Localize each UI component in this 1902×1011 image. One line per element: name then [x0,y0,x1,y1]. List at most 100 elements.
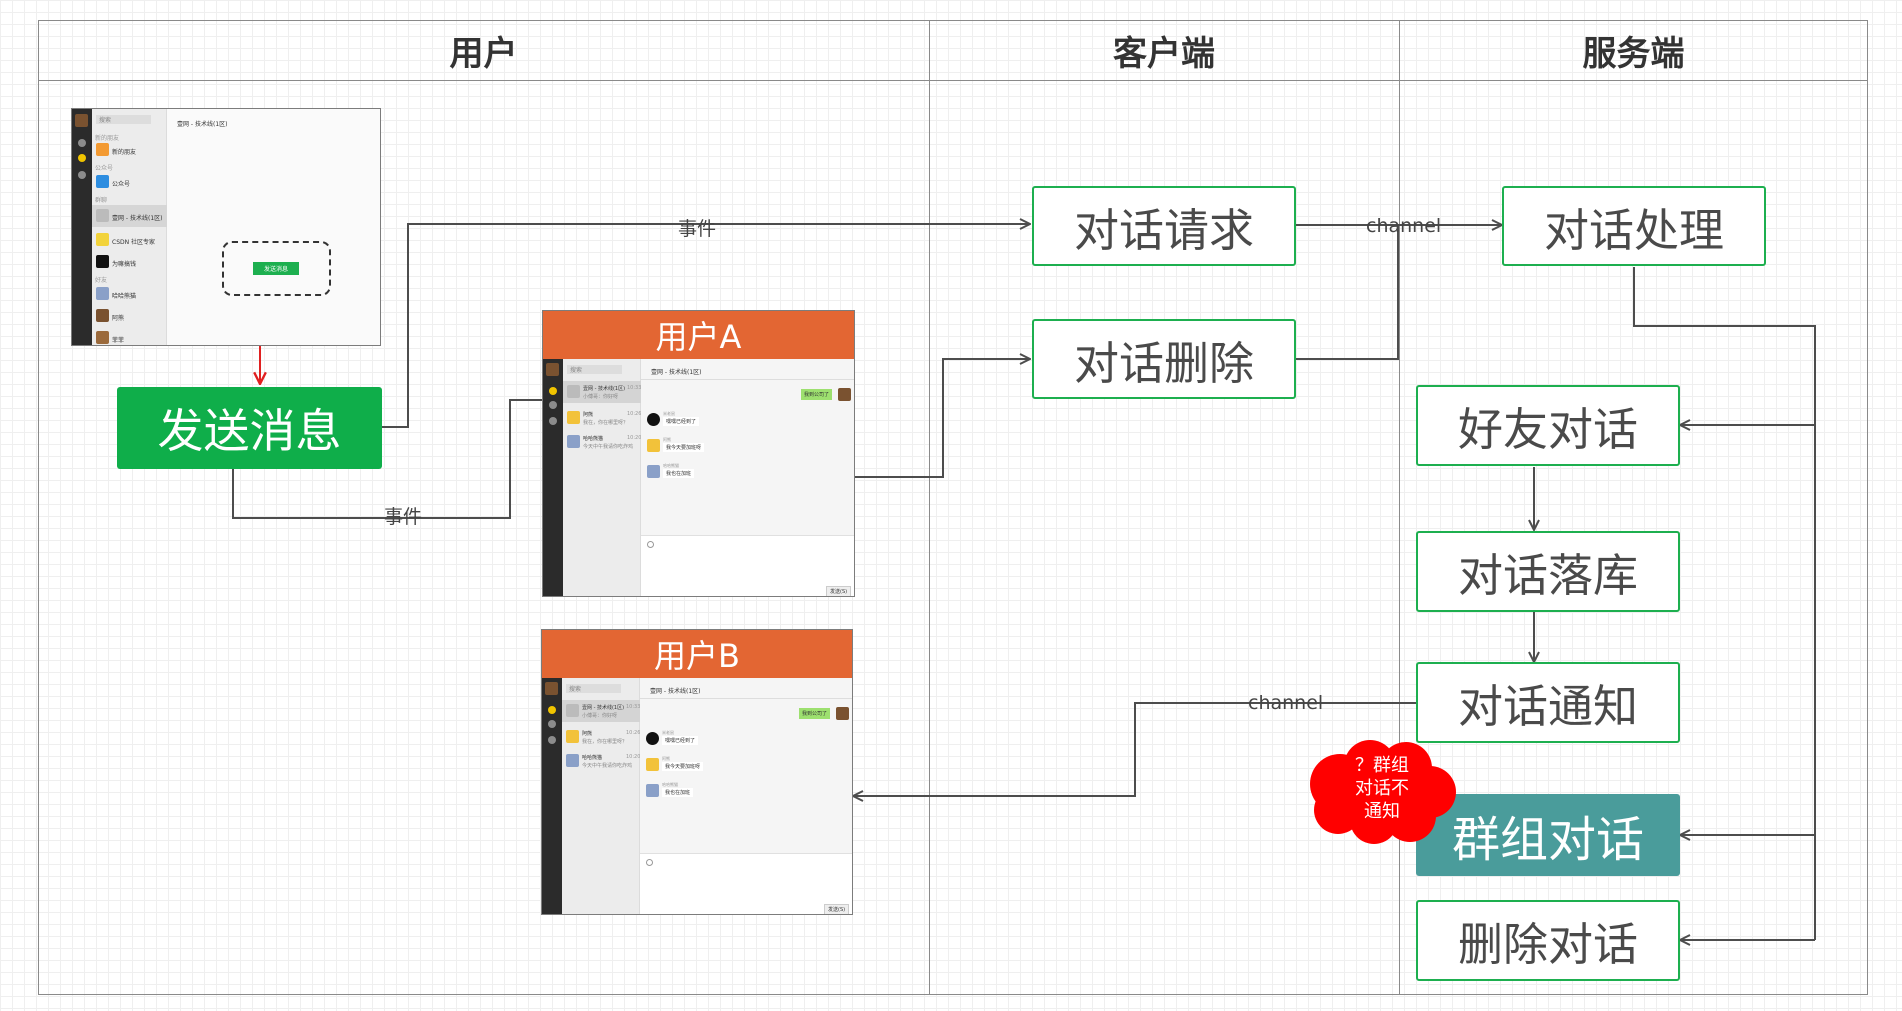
thumb-main-pane: 壹网 - 技术线(1区) [167,109,380,345]
tiger-avatar-icon [567,411,580,424]
thumb-item-1[interactable]: 公众号 [112,181,131,188]
node-dialog-request[interactable]: 对话请求 [1032,186,1296,266]
thumb-section-2: 群聊 [95,197,108,204]
thumb-section-3: 好友 [95,277,108,284]
user-a-selected-row [563,381,641,403]
edge-label-channel-bottom: channel [1248,692,1324,714]
user-b-side-rail [542,678,562,914]
thumb-avatar [75,114,88,127]
user-b-msg-0-text: 我到公司了 [799,708,831,719]
node-delete-dialog[interactable]: 删除对话 [1416,900,1680,981]
user-a-send-button[interactable]: 发送(S) [826,586,852,596]
user-b-chat-pane: 壹网 - 技术线(1区) 我到公司了 米老鼠 嘿嘿已经到了 阿熊 我今天要加班呀… [640,678,852,914]
thumb-section-1: 公众号 [95,165,114,172]
user-a-msg-2-text: 我今天要加班呀 [663,443,705,452]
node-friend-dialog[interactable]: 好友对话 [1416,385,1680,466]
group-avatar-icon [567,385,580,398]
contacts-icon[interactable] [549,401,557,409]
settings-icon[interactable] [548,736,556,744]
thumb-item-3[interactable]: CSDN 社区专家 [112,239,156,246]
v-avatar-icon [96,255,109,268]
chat-icon [78,139,86,147]
thumb-item-7[interactable]: 菲菲 [112,337,125,344]
thumb-search-input[interactable]: 搜索 [96,115,151,124]
user-b-input-area[interactable] [640,853,852,914]
user-a-msg-0-text: 我到公司了 [801,389,833,400]
chat-icon[interactable] [549,387,557,395]
node-dialog-notify[interactable]: 对话通知 [1416,662,1680,743]
user-a-chat-1-preview: 我在，你在哪里呀？ [583,420,629,426]
user-b-chat-2-preview: 今天中午我请你吃炸鸡 [582,763,633,769]
user-a-msg-1-sender: 米老鼠 [663,411,675,416]
contacts-icon[interactable] [548,720,556,728]
user-a-chat-list: 搜索 壹网 - 技术线(1区) 小傅哥：你好呀 10:33 阿熊 我在，你在哪里… [563,359,642,596]
node-dialog-store[interactable]: 对话落库 [1416,531,1680,612]
feifei-avatar-icon [96,331,109,344]
contacts-window-thumbnail: 搜索 新的朋友 新的朋友 公众号 公众号 群聊 壹网 - 技术线(1区) CSD… [71,108,381,346]
group-avatar-icon [96,209,109,222]
panda-avatar-icon [647,465,660,478]
thumb-item-2[interactable]: 壹网 - 技术线(1区) [112,215,163,222]
window-user-b-title: 用户B [542,630,852,678]
lane-divider-user-client [929,20,930,995]
user-a-chat-1-name[interactable]: 阿熊 [583,412,594,418]
edge-process-bus [1633,267,1816,940]
mickey-avatar-icon [646,732,659,745]
user-b-chat-1-name[interactable]: 阿熊 [582,731,593,737]
user-a-chat-0-name[interactable]: 壹网 - 技术线(1区) [583,386,626,392]
node-dialog-delete[interactable]: 对话删除 [1032,319,1296,399]
thumb-item-0[interactable]: 新的朋友 [112,149,137,156]
thumb-send-button[interactable]: 发送消息 [253,262,299,275]
user-a-chat-title: 壹网 - 技术线(1区) [651,369,702,376]
thumb-item-6[interactable]: 阿熊 [112,315,125,322]
thumb-selected-row [92,205,167,227]
contacts-icon [78,154,86,162]
edge-label-channel-top: channel [1366,215,1442,237]
thumb-item-5[interactable]: 哈哈熊猫 [112,293,137,300]
group-avatar-icon [566,704,579,717]
panda-avatar-icon [567,435,580,448]
user-a-chat-1-time: 10:26 [627,411,642,417]
emoji-icon[interactable] [646,859,653,866]
node-send-message[interactable]: 发送消息 [117,387,382,469]
edge-delete-to-channel [1296,225,1399,360]
mickey-avatar-icon [647,413,660,426]
self-avatar-icon [836,707,849,720]
user-b-chat-0-name[interactable]: 壹网 - 技术线(1区) [582,705,625,711]
user-a-msg-2-sender: 阿熊 [663,437,671,442]
window-user-a: 用户A 搜索 壹网 - 技术线(1区) 小傅哥：你好呀 10:33 阿熊 我在，… [542,310,855,597]
user-a-search-input[interactable]: 搜索 [567,365,622,374]
tiger-avatar-icon [647,439,660,452]
edge-notify-to-user-b [853,702,1418,796]
panda-avatar-icon [566,754,579,767]
user-a-side-rail [543,359,563,596]
settings-icon[interactable] [549,417,557,425]
user-b-chat-2-name[interactable]: 哈哈熊猫 [582,755,603,761]
edge-label-event-top: 事件 [678,218,717,240]
node-group-dialog[interactable]: 群组对话 [1416,794,1680,876]
user-a-chat-2-name[interactable]: 哈哈熊猫 [583,436,604,442]
user-a-input-area[interactable] [641,535,854,596]
lane-header-server: 服务端 [1399,20,1868,81]
thumb-section-0: 新的朋友 [95,135,120,142]
callout-cloud [1310,740,1456,844]
user-b-avatar [545,682,558,695]
highlight-dashed-box [222,241,331,296]
user-a-chat-2-preview: 今天中午我请你吃炸鸡 [583,444,634,450]
emoji-icon[interactable] [647,541,654,548]
user-b-msg-1-text: 嘿嘿已经到了 [662,736,699,745]
callout-line-3: 通知 [1364,801,1400,822]
node-dialog-process[interactable]: 对话处理 [1502,186,1766,266]
user-a-title-divider [641,379,854,380]
edge-user-a-to-delete [855,359,1030,478]
user-b-send-button[interactable]: 发送(S) [824,904,850,914]
bear-avatar-icon [96,309,109,322]
new-friends-icon [96,143,109,156]
thumb-side-rail [72,109,92,345]
thumb-item-4[interactable]: 为嘛搞钱 [112,261,137,268]
user-a-msg-1-text: 嘿嘿已经到了 [663,417,700,426]
user-b-chat-2-time: 10:20 [626,754,641,760]
user-b-chat-title: 壹网 - 技术线(1区) [650,688,701,695]
chat-icon[interactable] [548,706,556,714]
user-b-search-input[interactable]: 搜索 [566,684,621,693]
